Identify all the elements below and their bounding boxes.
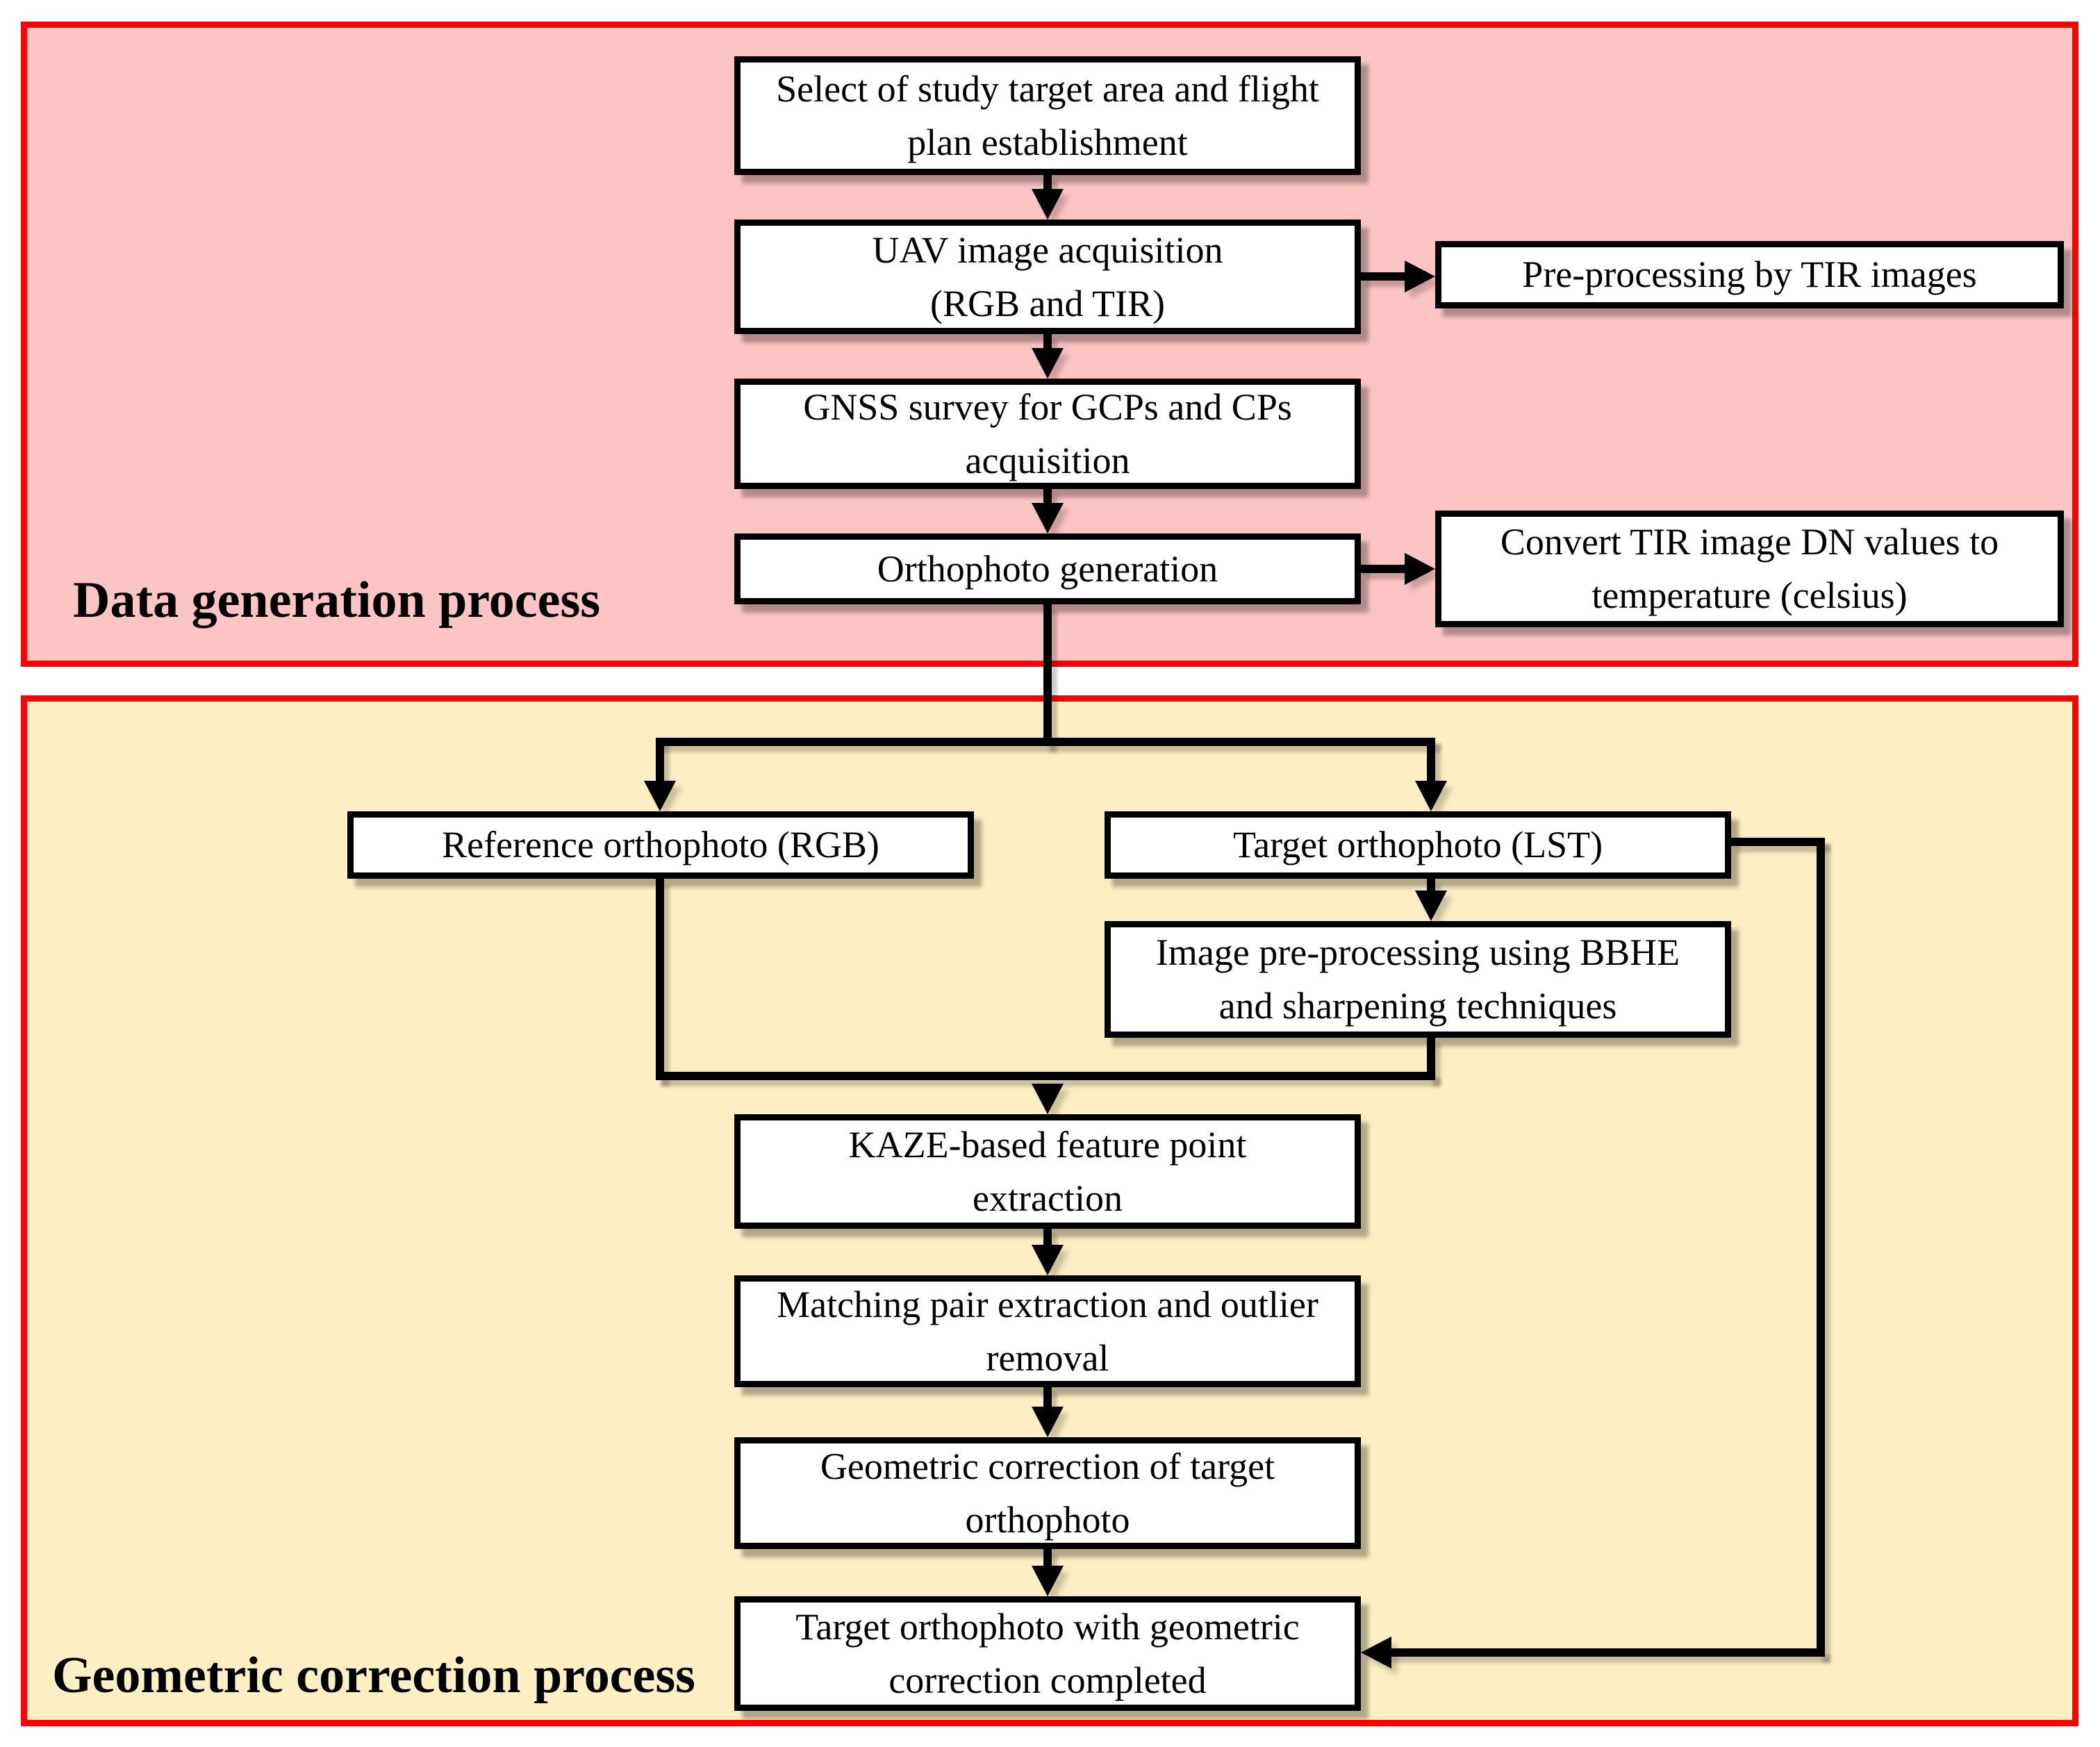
connector-feedback-stub [1731, 838, 1825, 846]
arrowhead-split-to-target [1415, 781, 1447, 811]
node-tir-preprocessing: Pre-processing by TIR images [1435, 241, 2064, 308]
connector-target-to-bbhe [1427, 879, 1435, 894]
arrowhead-geocorrection-to-final [1032, 1566, 1064, 1596]
node-target-orthophoto: Target orthophoto (LST) [1105, 811, 1731, 879]
arrowhead-orthophoto-to-convert [1405, 553, 1435, 585]
connector-split-to-target [1427, 738, 1435, 784]
node-matching-pair-extraction: Matching pair extraction and outlier rem… [734, 1275, 1361, 1387]
arrowhead-split-to-reference [644, 781, 676, 811]
connector-uav-to-gnss [1043, 334, 1052, 352]
arrowhead-feedback-to-final [1361, 1637, 1391, 1669]
node-orthophoto-generation: Orthophoto generation [734, 533, 1361, 604]
connector-geocorrection-to-final [1043, 1549, 1052, 1568]
arrowhead-select-to-uav [1032, 189, 1064, 220]
node-gnss-survey: GNSS survey for GCPs and CPs acquisition [734, 379, 1361, 489]
connector-select-to-uav [1043, 175, 1052, 193]
arrowhead-merge-to-kaze [1032, 1084, 1064, 1114]
node-kaze-feature-extraction: KAZE-based feature point extraction [734, 1114, 1361, 1229]
connector-reference-down [656, 879, 664, 1080]
node-geometric-correction: Geometric correction of target orthophot… [734, 1437, 1361, 1549]
node-select-study-area: Select of study target area and flight p… [734, 56, 1361, 175]
arrowhead-target-to-bbhe [1415, 891, 1447, 921]
connector-uav-to-tir-preprocessing [1361, 272, 1410, 281]
connector-merge-bar [656, 1072, 1435, 1080]
arrowhead-gnss-to-orthophoto [1032, 503, 1064, 533]
connector-gnss-to-orthophoto [1043, 489, 1052, 507]
node-reference-orthophoto: Reference orthophoto (RGB) [347, 811, 974, 879]
arrowhead-uav-to-gnss [1032, 348, 1064, 379]
node-bbhe-preprocessing: Image pre-processing using BBHE and shar… [1105, 921, 1731, 1038]
connector-bbhe-down [1427, 1038, 1435, 1080]
arrowhead-kaze-to-matching [1032, 1245, 1064, 1275]
node-final-target-orthophoto: Target orthophoto with geometric correct… [734, 1596, 1361, 1711]
connector-matching-to-geocorrection [1043, 1387, 1052, 1409]
connector-split-to-reference [656, 738, 664, 784]
connector-orthophoto-to-split [1043, 604, 1052, 746]
geometric-correction-section-label: Geometric correction process [52, 1647, 695, 1704]
node-uav-image-acquisition: UAV image acquisition (RGB and TIR) [734, 220, 1361, 334]
connector-kaze-to-matching [1043, 1229, 1052, 1248]
arrowhead-matching-to-geocorrection [1032, 1407, 1064, 1437]
data-generation-section-label: Data generation process [73, 572, 601, 629]
connector-feedback-vertical [1817, 838, 1825, 1657]
connector-feedback-bottom [1386, 1648, 1825, 1657]
node-convert-dn-to-temperature: Convert TIR image DN values to temperatu… [1435, 511, 2064, 627]
arrowhead-uav-to-tir-preprocessing [1405, 260, 1435, 292]
connector-orthophoto-to-convert [1361, 565, 1410, 573]
connector-split-bar [656, 738, 1435, 746]
